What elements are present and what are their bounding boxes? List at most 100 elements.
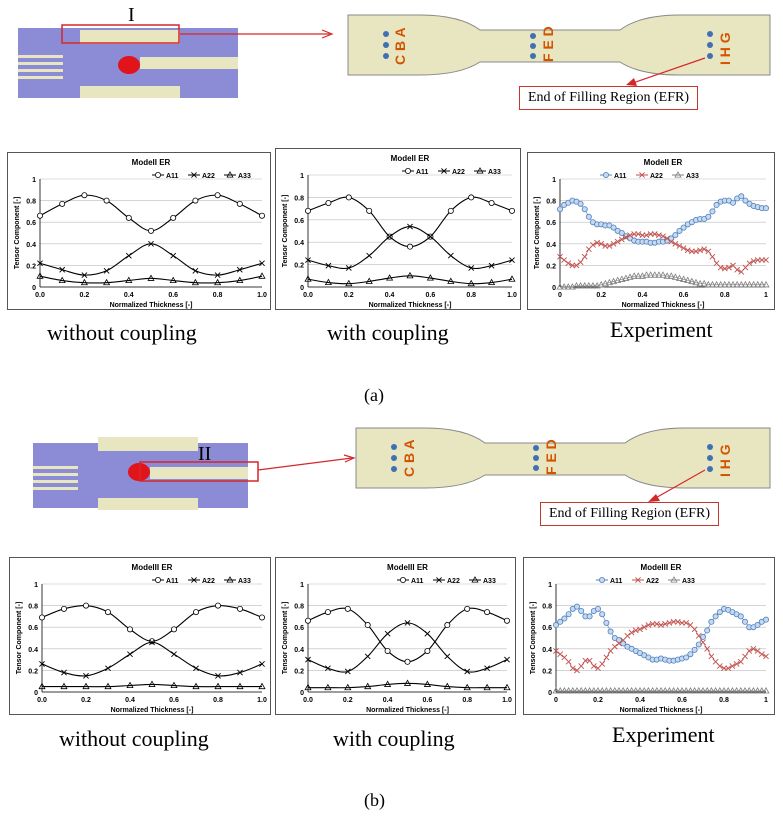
data-point-a22 — [700, 639, 706, 646]
data-point-a11 — [103, 197, 110, 204]
data-point-a22 — [676, 243, 683, 249]
data-point-a33 — [728, 686, 736, 694]
caption-b-without: without coupling — [59, 726, 209, 751]
series-line-a11 — [307, 196, 513, 248]
y-tick-label: 0.6 — [294, 218, 304, 225]
legend-label-a11: A11 — [166, 578, 179, 585]
data-point-a22 — [734, 266, 741, 273]
data-point-a33 — [657, 686, 665, 694]
data-point-a33 — [754, 686, 762, 694]
data-point-a11 — [236, 200, 243, 207]
data-point-a33 — [659, 271, 667, 278]
legend-label-a11: A11 — [411, 578, 424, 585]
data-point-a22 — [557, 651, 564, 658]
data-point-a22 — [404, 619, 411, 626]
x-tick-label: 0.6 — [169, 697, 179, 704]
data-point-a22 — [623, 234, 629, 241]
chart-title: ModelII ER — [132, 563, 173, 572]
x-tick-label: 0.4 — [125, 697, 135, 704]
data-point-a33 — [674, 686, 682, 694]
legend-marker-a33 — [670, 576, 678, 583]
series-a22 — [305, 619, 510, 675]
legend-label-a33: A33 — [238, 173, 251, 180]
data-point-a11 — [557, 618, 564, 625]
legend-marker-a33 — [674, 171, 682, 178]
data-point-a11 — [384, 647, 391, 654]
data-point-a11 — [708, 618, 715, 625]
data-point-a22 — [697, 247, 703, 254]
series-line-a11 — [307, 607, 508, 663]
x-tick-label: 0.2 — [344, 292, 354, 299]
data-point-a33 — [638, 272, 646, 279]
data-point-a22 — [733, 661, 740, 667]
x-axis-label: Normalized Thickness [-] — [620, 707, 703, 714]
y-tick-label: 0.2 — [28, 668, 38, 675]
x-tick-label: 0.8 — [720, 292, 730, 299]
mold-b — [33, 437, 259, 510]
data-point-a11 — [484, 609, 491, 616]
data-point-a33 — [642, 271, 651, 278]
data-point-a22 — [684, 247, 691, 254]
data-point-a22 — [125, 252, 132, 259]
x-tick-label: 0.6 — [679, 292, 689, 299]
data-point-a22 — [170, 252, 177, 259]
data-point-a22 — [758, 651, 765, 658]
data-point-a11 — [170, 626, 177, 633]
series-a33 — [38, 680, 266, 690]
data-point-a22 — [639, 232, 646, 239]
data-point-a11 — [672, 232, 679, 239]
x-tick-label: 0.6 — [426, 292, 436, 299]
data-point-a22 — [701, 246, 708, 253]
data-point-a33 — [447, 277, 455, 284]
data-point-a33 — [586, 686, 594, 694]
data-point-a11 — [709, 208, 716, 215]
data-point-a22 — [708, 653, 715, 660]
data-point-a11 — [738, 193, 745, 200]
data-point-a22 — [509, 257, 515, 264]
legend-label-a33: A33 — [686, 173, 699, 180]
data-point-a33 — [386, 274, 394, 281]
data-point-a11 — [699, 633, 706, 640]
data-point-a11 — [214, 192, 221, 199]
series-line-a11 — [41, 604, 263, 642]
data-point-a22 — [631, 231, 638, 237]
legend-marker-a33 — [476, 167, 484, 174]
data-point-a33 — [560, 686, 568, 694]
data-point-a11 — [344, 605, 351, 612]
data-point-a33 — [667, 272, 675, 279]
legend-label-a22: A22 — [202, 173, 215, 180]
data-point-a11 — [762, 616, 769, 623]
series-a22 — [39, 639, 265, 679]
data-point-a11 — [424, 647, 431, 654]
data-point-a33 — [423, 680, 431, 687]
series-line-a33 — [41, 683, 262, 688]
legend-label-a22: A22 — [452, 169, 465, 176]
data-point-a22 — [259, 661, 265, 667]
data-point-a11 — [578, 608, 585, 615]
data-point-a33 — [572, 281, 581, 289]
strip-b: C B A F E D I H G — [355, 427, 771, 489]
data-point-a22 — [215, 672, 221, 679]
x-tick-label: 1 — [764, 292, 768, 299]
x-tick-label: 1.0 — [257, 697, 267, 704]
data-point-a33 — [569, 686, 577, 694]
legend-label-a22: A22 — [646, 578, 659, 585]
data-point-a11 — [236, 605, 243, 612]
data-point-a22 — [345, 265, 352, 271]
data-point-a33 — [236, 682, 244, 690]
region-box-a — [61, 24, 180, 44]
data-point-a33 — [552, 686, 560, 694]
data-point-a33 — [236, 276, 244, 284]
data-point-a33 — [670, 686, 678, 694]
data-point-a33 — [577, 686, 585, 694]
data-point-a33 — [634, 272, 642, 279]
data-point-a22 — [637, 626, 643, 633]
legend-label-a11: A11 — [416, 169, 429, 176]
y-tick-label: 0.8 — [294, 195, 304, 202]
legend-marker-a33 — [226, 171, 234, 178]
data-point-a22 — [561, 257, 568, 263]
data-point-a33 — [463, 683, 471, 691]
x-axis-label: Normalized Thickness [-] — [111, 707, 194, 714]
efr-arrow-b — [651, 469, 706, 501]
